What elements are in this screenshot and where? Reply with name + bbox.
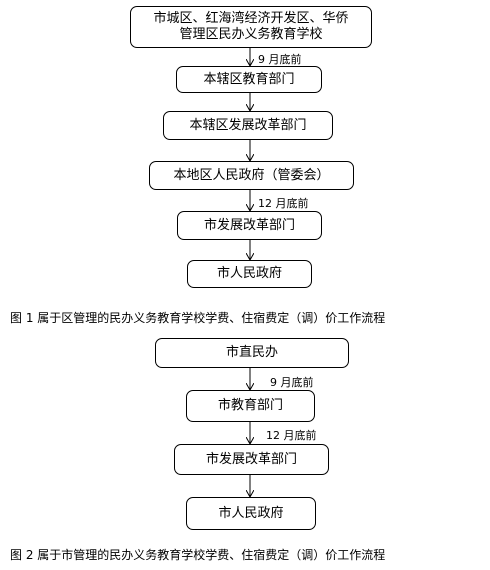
node-f1-local-gov-label: 本地区人民政府（管委会） [173, 167, 330, 183]
node-f1-school-line2: 管理区民办义务教育学校 [179, 27, 323, 42]
figure1-caption: 图 1 属于区管理的民办义务教育学校学费、住宿费定（调）价工作流程 [10, 311, 386, 325]
node-f1-district-ndrc-label: 本辖区发展改革部门 [189, 117, 307, 133]
node-f2-city-gov-label: 市人民政府 [218, 505, 284, 521]
node-f2-city-edu: 市教育部门 [186, 390, 315, 422]
node-f2-city-edu-label: 市教育部门 [217, 398, 283, 413]
node-f1-district-ndrc: 本辖区发展改革部门 [163, 111, 333, 140]
node-f2-city-ndrc: 市发展改革部门 [174, 444, 329, 475]
node-f1-city-ndrc: 市发展改革部门 [177, 211, 322, 240]
deadline-note-f2-2: 12 月底前 [266, 429, 317, 442]
node-f1-district-edu: 本辖区教育部门 [176, 66, 322, 93]
deadline-note-f2-1: 9 月底前 [270, 376, 314, 389]
figure2-caption: 图 2 属于市管理的民办义务教育学校学费、住宿费定（调）价工作流程 [10, 548, 386, 562]
node-f1-city-gov: 市人民政府 [187, 260, 312, 288]
node-f1-city-ndrc-label: 市发展改革部门 [203, 217, 295, 233]
node-f1-local-gov: 本地区人民政府（管委会） [149, 161, 354, 190]
node-f1-district-edu-label: 本辖区教育部门 [203, 71, 295, 87]
node-f1-school-line1: 市城区、红海湾经济开发区、华侨 [153, 11, 349, 26]
node-f2-city-gov: 市人民政府 [186, 497, 316, 530]
node-f2-city-private-label: 市直民办 [225, 345, 278, 360]
node-f1-city-gov-label: 市人民政府 [216, 266, 282, 281]
deadline-note-f1-2: 12 月底前 [258, 197, 309, 210]
node-f2-city-private: 市直民办 [155, 338, 349, 368]
node-f1-school: 市城区、红海湾经济开发区、华侨 管理区民办义务教育学校 [130, 6, 372, 48]
deadline-note-f1-1: 9 月底前 [258, 53, 302, 66]
node-f2-city-ndrc-label: 市发展改革部门 [205, 451, 297, 467]
